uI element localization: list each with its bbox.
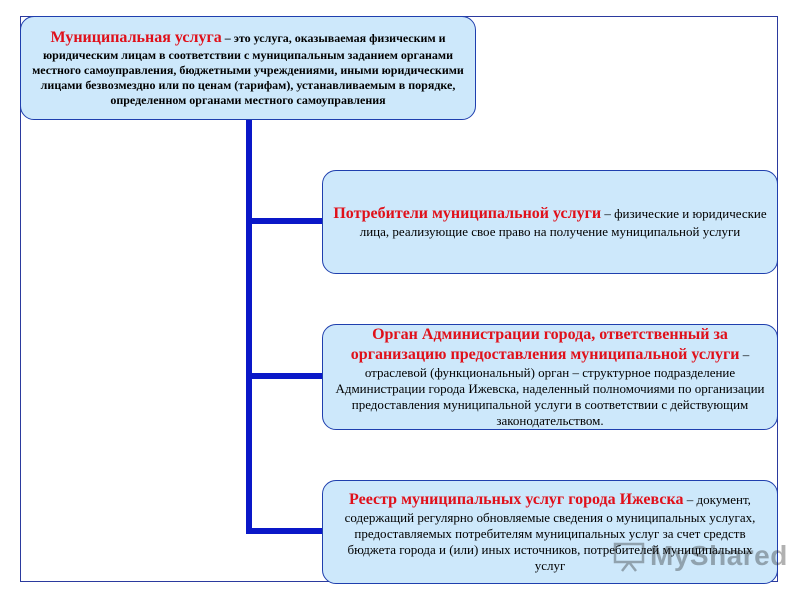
- definition-text: Орган Администрации города, ответственны…: [333, 325, 767, 430]
- connector-to-registry: [246, 528, 324, 534]
- term-municipal-service: Муниципальная услуга: [50, 29, 222, 46]
- connector-vertical: [246, 120, 252, 534]
- desc-municipal-service: – это услуга, оказываемая физическим и ю…: [32, 31, 464, 107]
- definition-box-responsible-organ: Орган Администрации города, ответственны…: [322, 324, 778, 430]
- desc-consumers: – физические и юридические лица, реализу…: [359, 205, 767, 239]
- definition-box-municipal-service: Муниципальная услуга – это услуга, оказы…: [20, 16, 476, 120]
- definition-text: Реестр муниципальных услуг города Ижевск…: [333, 490, 767, 575]
- connector-to-consumers: [246, 218, 324, 224]
- term-responsible-organ: Орган Администрации города, ответственны…: [350, 325, 740, 363]
- term-registry: Реестр муниципальных услуг города Ижевск…: [349, 490, 684, 508]
- definition-text: Потребители муниципальной услуги – физич…: [333, 204, 767, 240]
- desc-responsible-organ: – отраслевой (функциональный) орган – ст…: [335, 346, 765, 429]
- term-consumers: Потребители муниципальной услуги: [333, 204, 602, 222]
- definition-box-consumers: Потребители муниципальной услуги – физич…: [322, 170, 778, 274]
- connector-to-organ: [246, 373, 324, 379]
- definition-text: Муниципальная услуга – это услуга, оказы…: [31, 28, 465, 108]
- desc-registry: – документ, содержащий регулярно обновля…: [344, 491, 756, 574]
- definition-box-registry: Реестр муниципальных услуг города Ижевск…: [322, 480, 778, 584]
